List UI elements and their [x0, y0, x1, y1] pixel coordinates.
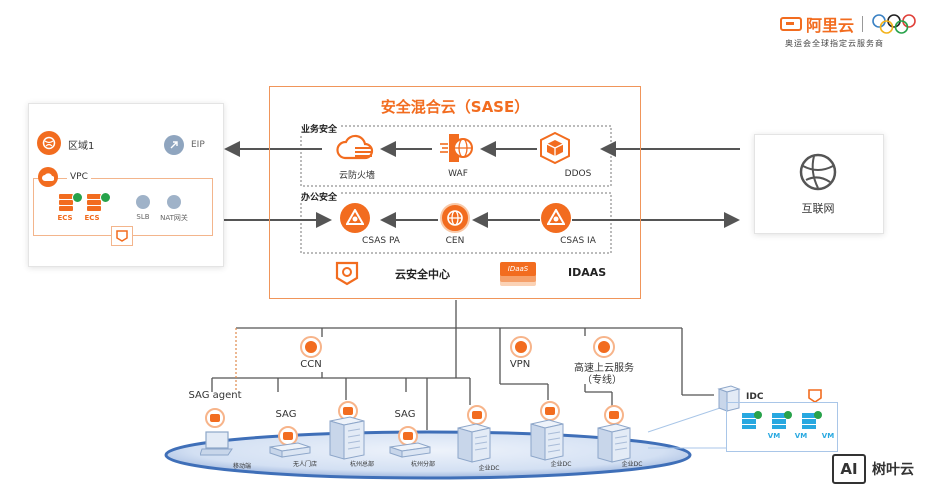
- waf-icon: [440, 132, 474, 168]
- express-line-label: 高速上云服务: [574, 363, 634, 374]
- nat-gateway-icon: [167, 195, 181, 209]
- vm-3-label: VM: [821, 432, 835, 440]
- csas-ia-icon: [541, 203, 571, 233]
- slb-label: SLB: [136, 213, 150, 221]
- branch-office-icon: [389, 442, 431, 458]
- idaas-icon: IDaaS: [500, 260, 538, 288]
- ddos-icon: [539, 131, 571, 169]
- hq-building-icon: [329, 416, 365, 460]
- ccn-icon: [300, 336, 322, 358]
- vm-2-icon: [772, 411, 794, 429]
- eip-label: EIP: [191, 140, 205, 150]
- express-line-sublabel: （专线）: [582, 375, 622, 386]
- dc-1-label: 企业DC: [478, 465, 500, 472]
- nat-gateway-label: NAT网关: [160, 214, 188, 222]
- idc-building-icon: [717, 385, 741, 412]
- idc-label: IDC: [746, 392, 764, 402]
- cen-label: CEN: [445, 236, 465, 246]
- internet-label: 互联网: [801, 202, 835, 215]
- unmanned-store-icon: [269, 442, 311, 458]
- sag-agent-label: SAG agent: [188, 390, 242, 401]
- ecs-2-icon: [87, 192, 111, 212]
- office-security-label: 办公安全: [299, 190, 340, 203]
- dc-2-building-icon: [530, 419, 564, 461]
- cloud-firewall-icon: [336, 134, 374, 166]
- idaas-label: IDAAS: [568, 266, 607, 279]
- cen-icon: [440, 203, 470, 233]
- vm-1-label: VM: [767, 432, 781, 440]
- vpc-label: VPC: [67, 172, 91, 182]
- security-center-label: 云安全中心: [395, 268, 450, 281]
- watermark-name: 树叶云: [872, 462, 914, 478]
- express-line-icon: [593, 336, 615, 358]
- region-label: 区域1: [68, 141, 95, 152]
- watermark-logo: AI: [832, 454, 866, 484]
- cloud-firewall-label: 云防火墙: [338, 171, 376, 181]
- csas-pa-icon: [340, 203, 370, 233]
- dc-3-building-icon: [597, 423, 631, 463]
- business-security-label: 业务安全: [299, 122, 340, 135]
- internet-panel: [754, 134, 884, 234]
- brand-logo: 阿里云: [780, 12, 917, 36]
- vm-3-icon: [802, 411, 824, 429]
- vpn-label: VPN: [509, 359, 531, 370]
- security-center-icon: [334, 260, 360, 290]
- idc-box: [726, 402, 838, 452]
- dc-2-label: 企业DC: [550, 461, 572, 468]
- vpc-icon: [38, 167, 58, 187]
- vpn-icon: [510, 336, 532, 358]
- watermark: AI 树叶云: [832, 454, 914, 484]
- hangzhou-hq-label: 杭州总部: [349, 461, 375, 468]
- internet-globe-icon: [798, 152, 838, 196]
- vpc-security-shield-icon: [111, 226, 133, 246]
- idc-connector-top: [647, 405, 727, 433]
- vm-1-icon: [742, 411, 764, 429]
- ecs-1-label: ECS: [57, 214, 73, 222]
- csas-ia-label: CSAS IA: [560, 236, 596, 246]
- ccn-label: CCN: [300, 359, 322, 370]
- sase-title: 安全混合云（SASE）: [380, 98, 530, 116]
- slb-icon: [136, 195, 150, 209]
- waf-label: WAF: [448, 169, 468, 179]
- laptop-icon: [200, 431, 233, 456]
- sase-container: [269, 86, 641, 299]
- ecs-1-icon: [59, 192, 83, 212]
- tree-lines: [211, 300, 714, 430]
- ddos-label: DDOS: [564, 169, 592, 179]
- sag-agent-device-icon: [205, 408, 225, 428]
- eip-icon: [164, 135, 184, 155]
- brand-name: 阿里云: [806, 16, 855, 35]
- sag-2-label: SAG: [394, 409, 416, 420]
- idaas-badge: IDaaS: [500, 262, 536, 276]
- idc-shield-icon: [808, 388, 822, 407]
- olympic-rings-icon: [872, 14, 916, 34]
- brand-tagline: 奥运会全球指定云服务商: [785, 39, 884, 48]
- sag-1-label: SAG: [275, 409, 297, 420]
- office-security-box: [300, 192, 612, 254]
- aliyun-mark-icon: [780, 17, 802, 31]
- dc-3-label: 企业DC: [621, 461, 643, 468]
- ecs-2-label: ECS: [84, 214, 100, 222]
- csas-pa-label: CSAS PA: [362, 236, 400, 246]
- unmanned-store-label: 无人门店: [292, 461, 318, 468]
- hangzhou-branch-label: 杭州分部: [410, 461, 436, 468]
- region-icon: [37, 131, 61, 155]
- vm-2-label: VM: [794, 432, 808, 440]
- dc-1-building-icon: [457, 423, 491, 463]
- mobile-site-label: 移动端: [232, 463, 252, 470]
